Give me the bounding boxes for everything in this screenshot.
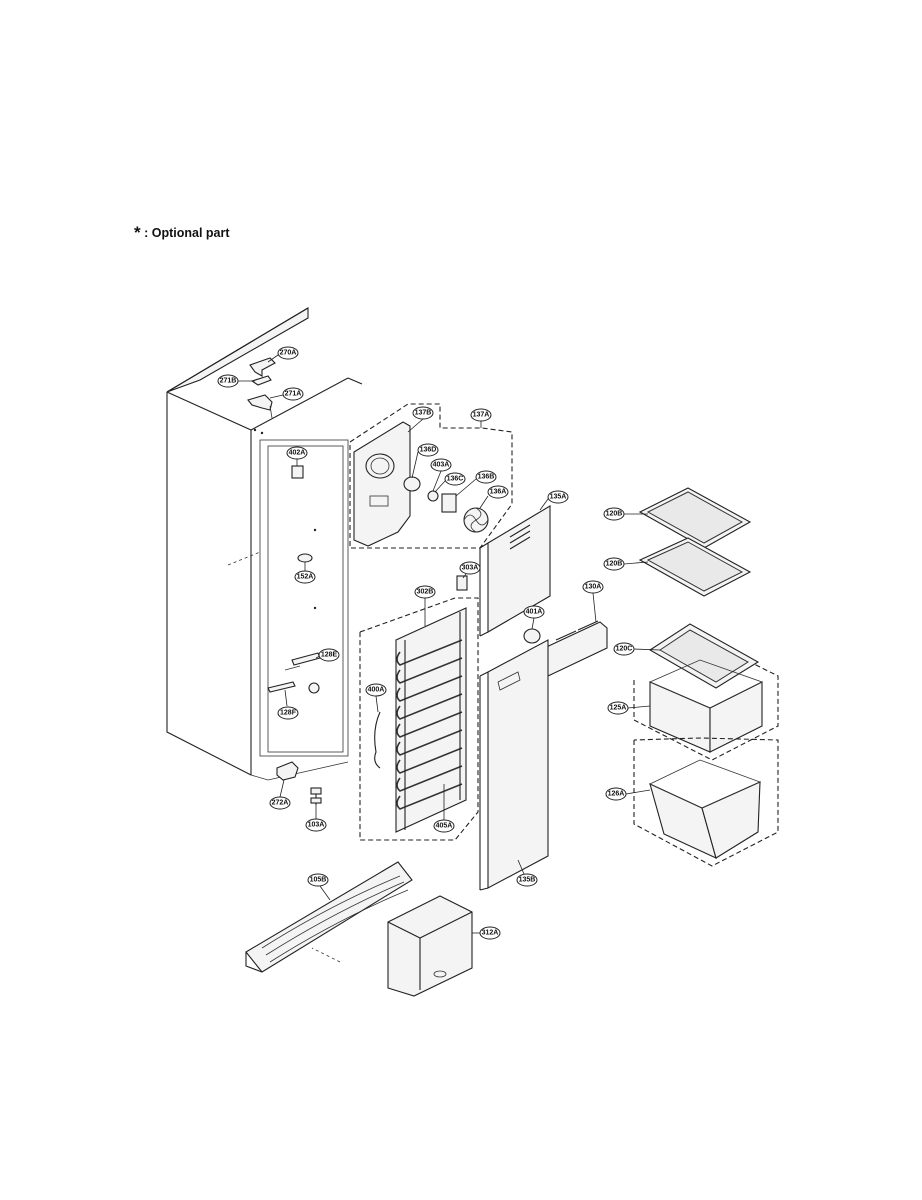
label-128E: 128E xyxy=(315,648,340,662)
fan-blade-136A xyxy=(463,507,489,533)
label-402A: 402A xyxy=(286,446,308,466)
label-135A: 135A xyxy=(539,490,569,511)
crisper-drawer-126A xyxy=(633,737,779,867)
crisper-cover-120C xyxy=(648,623,760,689)
svg-text:137B: 137B xyxy=(415,410,432,417)
heater-400A xyxy=(374,711,381,769)
leveling-leg-103A xyxy=(310,787,322,805)
label-136C: 136C xyxy=(434,472,466,493)
svg-text:125A: 125A xyxy=(610,705,627,712)
svg-text:105B: 105B xyxy=(310,877,327,884)
svg-text:272A: 272A xyxy=(272,800,289,807)
svg-text:136A: 136A xyxy=(490,489,507,496)
svg-text:403A: 403A xyxy=(433,462,450,469)
svg-text:130A: 130A xyxy=(585,584,602,591)
svg-text:136B: 136B xyxy=(478,474,495,481)
label-126A: 126A xyxy=(605,787,651,801)
svg-text:126A: 126A xyxy=(608,791,625,798)
label-152A: 152A xyxy=(294,562,316,584)
svg-text:270A: 270A xyxy=(280,350,297,357)
label-403A: 403A xyxy=(430,458,452,492)
svg-text:103A: 103A xyxy=(308,822,325,829)
svg-text:120B: 120B xyxy=(606,561,623,568)
label-271B: 271B xyxy=(217,374,255,388)
label-135B: 135B xyxy=(516,859,538,887)
label-120B-bottom: 120B xyxy=(603,557,649,571)
svg-text:128F: 128F xyxy=(280,710,297,717)
refrigerator-cabinet xyxy=(166,307,363,781)
label-105B: 105B xyxy=(307,873,331,901)
label-400A: 400A xyxy=(365,683,387,713)
svg-text:135B: 135B xyxy=(519,877,536,884)
legend-asterisk: * xyxy=(134,223,141,242)
hinge-271A xyxy=(247,394,273,419)
label-405A: 405A xyxy=(433,784,455,833)
svg-text:271B: 271B xyxy=(220,378,237,385)
svg-text:400A: 400A xyxy=(368,687,385,694)
shelf-rail-128E xyxy=(284,652,321,671)
shelf-120B-bottom xyxy=(638,537,752,597)
label-137B: 137B xyxy=(407,406,434,433)
svg-text:405A: 405A xyxy=(436,823,453,830)
evaporator-group xyxy=(359,575,479,841)
label-103A: 103A xyxy=(305,805,327,832)
shelf-rail-128F xyxy=(267,681,320,694)
svg-text:120C: 120C xyxy=(616,646,633,653)
svg-text:303A: 303A xyxy=(462,565,479,572)
label-271A: 271A xyxy=(269,387,304,401)
lamp-402A xyxy=(291,465,304,479)
front-cover-135B xyxy=(479,639,549,891)
label-303A: 303A xyxy=(459,561,481,579)
kick-plate-105B xyxy=(245,861,413,973)
label-401A: 401A xyxy=(523,605,545,630)
svg-text:136C: 136C xyxy=(447,476,464,483)
hinge-cover-271B xyxy=(250,375,272,386)
svg-text:302B: 302B xyxy=(417,589,434,596)
svg-text:152A: 152A xyxy=(297,574,314,581)
lamp-bulb-401A xyxy=(523,628,541,644)
label-120B-top: 120B xyxy=(603,507,648,521)
rear-cover-135A xyxy=(479,505,551,637)
shelf-120B-top xyxy=(638,487,752,549)
svg-text:137A: 137A xyxy=(473,412,490,419)
crisper-drawer-125A xyxy=(633,659,779,761)
svg-text:135A: 135A xyxy=(550,494,567,501)
label-136D: 136D xyxy=(411,443,439,479)
label-272A: 272A xyxy=(269,779,291,810)
hinge-272A xyxy=(276,761,299,781)
lamp-housing-130A xyxy=(523,620,608,677)
svg-text:120B: 120B xyxy=(606,511,623,518)
optional-part-legend: * : Optional part xyxy=(134,222,230,242)
svg-text:128E: 128E xyxy=(321,652,338,659)
label-312A: 312A xyxy=(472,926,501,940)
label-130A: 130A xyxy=(582,580,604,623)
hinge-bracket-270A xyxy=(249,357,276,377)
label-136A: 136A xyxy=(479,485,509,509)
duct-312A xyxy=(387,895,473,997)
svg-text:401A: 401A xyxy=(526,609,543,616)
label-128F: 128F xyxy=(277,689,299,720)
svg-text:136D: 136D xyxy=(420,447,437,454)
label-302B: 302B xyxy=(414,585,436,626)
svg-text:402A: 402A xyxy=(289,450,306,457)
fan-assembly-group xyxy=(349,403,513,549)
sensor-303A xyxy=(456,575,468,591)
label-136B: 136B xyxy=(455,470,497,497)
damper-152A xyxy=(297,553,313,563)
label-270A: 270A xyxy=(267,346,299,363)
label-125A: 125A xyxy=(607,701,651,715)
evaporator-coil-302B xyxy=(395,607,467,833)
svg-text:271A: 271A xyxy=(285,391,302,398)
svg-text:312A: 312A xyxy=(482,930,499,937)
legend-text: : Optional part xyxy=(144,226,230,240)
label-137A: 137A xyxy=(470,408,492,428)
label-120C: 120C xyxy=(613,642,661,656)
